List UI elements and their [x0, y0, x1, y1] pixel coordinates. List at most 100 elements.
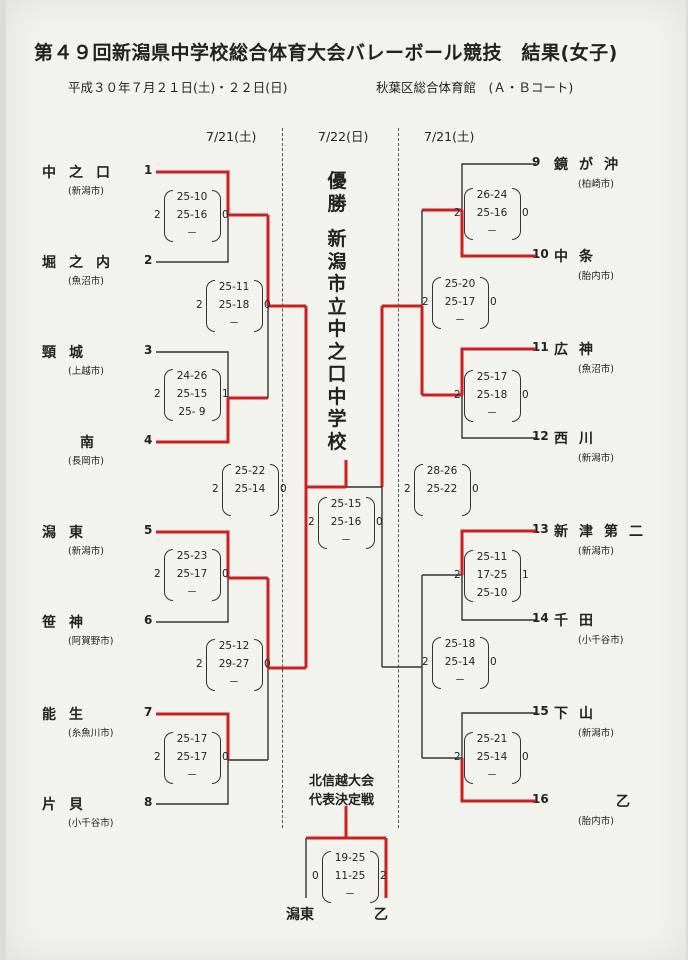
- set-score: 25-18: [444, 638, 476, 650]
- winner-path: [156, 170, 230, 215]
- set-score: 19-25: [334, 852, 366, 864]
- right-team-seed: 10: [532, 247, 549, 261]
- set-score: 25-17: [176, 733, 208, 745]
- left-team-seed: 8: [144, 795, 153, 809]
- bracket-path: [156, 578, 229, 623]
- winner-path: [460, 529, 536, 575]
- bracket-path: [156, 351, 229, 398]
- left-team-city: (新潟市): [68, 186, 104, 197]
- bracket-path: [156, 215, 229, 263]
- left-team-name: 片貝: [42, 797, 96, 813]
- set-score: 25-12: [218, 640, 250, 652]
- winner-path: [460, 347, 536, 395]
- left-team-city: (上越市): [68, 366, 104, 377]
- left-team-city: (阿賀野市): [68, 636, 114, 647]
- score-sets-won-a: 2: [454, 389, 461, 401]
- score-brace-right: [212, 732, 221, 784]
- right-team-seed: 9: [532, 155, 541, 169]
- set-score: 25-20: [444, 278, 476, 290]
- set-score: 25-10: [176, 191, 208, 203]
- score-sets-won-b: 0: [522, 389, 529, 401]
- set-score: 25-17: [176, 751, 208, 763]
- set-score: －: [344, 888, 356, 900]
- score-sets-won-b: 0: [522, 751, 529, 763]
- playoff-right-team: 乙: [374, 907, 388, 923]
- set-score: 25-18: [476, 389, 508, 401]
- set-score: 25-17: [176, 568, 208, 580]
- score-sets-won-b: 0: [222, 751, 229, 763]
- right-team-seed: 15: [532, 704, 549, 718]
- left-team-seed: 7: [144, 705, 153, 719]
- left-team-seed: 3: [144, 343, 153, 357]
- right-team-city: (胎内市): [578, 816, 614, 827]
- right-team-name: 乙: [616, 794, 641, 810]
- set-score: 25-16: [176, 209, 208, 221]
- score-brace-right: [212, 369, 221, 421]
- right-team-name: 西川: [554, 431, 604, 447]
- set-score: 25- 9: [178, 406, 206, 418]
- right-team-seed: 12: [532, 429, 549, 443]
- set-score: 25-17: [444, 296, 476, 308]
- right-team-city: (新潟市): [578, 453, 614, 464]
- champion-label: 優勝: [327, 170, 347, 215]
- left-team-city: (糸魚川市): [68, 728, 114, 739]
- score-sets-won-a: 0: [312, 870, 319, 882]
- set-score: 25-16: [476, 207, 508, 219]
- left-team-name: 能生: [42, 707, 96, 723]
- playoff-left-team: 潟東: [286, 907, 314, 923]
- set-score: －: [454, 314, 466, 326]
- score-sets-won-b: 0: [222, 568, 229, 580]
- score-sets-won-a: 2: [454, 751, 461, 763]
- right-team-city: (柏崎市): [578, 179, 614, 190]
- left-team-name: 笹神: [42, 615, 96, 631]
- score-brace-right: [366, 497, 375, 549]
- event-dates: 平成３０年７月２１日(土)・２２日(日): [68, 80, 288, 95]
- bracket-path: [156, 760, 229, 805]
- set-score: 25-18: [218, 299, 250, 311]
- score-sets-won-a: 2: [454, 569, 461, 581]
- playoff-label-1: 北信越大会: [309, 774, 375, 789]
- set-score: 24-26: [176, 370, 208, 382]
- results-sheet: 第４９回新潟県中学校総合体育大会バレーボール競技 結果(女子) 平成３０年７月２…: [6, 0, 686, 960]
- set-score: 25-22: [426, 483, 458, 495]
- right-team-city: (新潟市): [578, 546, 614, 557]
- winner-path: [156, 530, 230, 578]
- set-score: 25-11: [218, 281, 250, 293]
- left-team-city: (小千谷市): [68, 818, 114, 829]
- right-team-city: (新潟市): [578, 728, 614, 739]
- score-brace-right: [512, 732, 521, 784]
- set-score: －: [454, 674, 466, 686]
- score-sets-won-a: 2: [154, 209, 161, 221]
- set-score: 25-22: [234, 465, 266, 477]
- set-score: 25-10: [476, 587, 508, 599]
- score-sets-won-b: 1: [522, 569, 529, 581]
- set-score: －: [486, 225, 498, 237]
- left-team-city: (長岡市): [68, 456, 104, 467]
- set-score: 29-27: [218, 658, 250, 670]
- playoff-label-2: 代表決定戦: [309, 793, 375, 808]
- score-sets-won-a: 2: [308, 516, 315, 528]
- left-team-seed: 5: [144, 523, 153, 537]
- score-brace-right: [480, 277, 489, 329]
- score-sets-won-b: 0: [222, 209, 229, 221]
- score-brace-right: [512, 188, 521, 240]
- set-score: －: [186, 769, 198, 781]
- right-team-seed: 14: [532, 611, 549, 625]
- divider-right: [398, 128, 399, 828]
- score-brace-right: [212, 549, 221, 601]
- set-score: －: [486, 407, 498, 419]
- winner-path: [460, 758, 536, 803]
- bracket-lines: [156, 163, 536, 898]
- score-sets-won-a: 2: [454, 207, 461, 219]
- right-team-seed: 11: [532, 340, 549, 354]
- set-score: －: [228, 317, 240, 329]
- right-team-city: (胎内市): [578, 271, 614, 282]
- set-score: 25-11: [476, 551, 508, 563]
- score-brace-right: [512, 370, 521, 422]
- divider-left: [282, 128, 283, 828]
- left-team-seed: 6: [144, 613, 153, 627]
- left-team-name: 南: [80, 435, 107, 451]
- score-sets-won-a: 2: [212, 483, 219, 495]
- set-score: 25-23: [176, 550, 208, 562]
- set-score: 26-24: [476, 189, 508, 201]
